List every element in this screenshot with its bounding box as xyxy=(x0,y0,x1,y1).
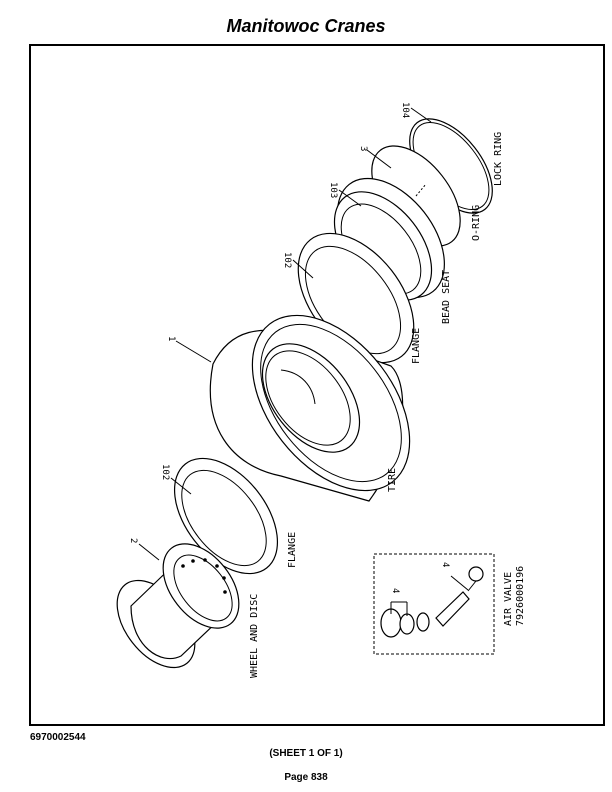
callout-bead-seat: 103 xyxy=(328,182,338,198)
page-title: Manitowoc Cranes xyxy=(226,16,386,36)
sheet-indicator: (SHEET 1 OF 1) xyxy=(269,748,343,759)
label-bead-seat: BEAD SEAT xyxy=(441,270,452,324)
callout-tire: 1 xyxy=(166,336,176,341)
label-air-valve-part: 7926000196 xyxy=(515,566,526,626)
label-lock-ring: LOCK RING xyxy=(493,132,504,186)
label-lower-flange: FLANGE xyxy=(287,532,298,568)
callout-air-valve-b: 4 xyxy=(440,562,450,567)
leader-lines xyxy=(138,107,469,616)
label-o-ring: O-RING xyxy=(471,205,482,241)
drawing-frame xyxy=(29,44,605,726)
document-number: 6970002544 xyxy=(30,732,86,743)
label-air-valve: AIR VALVE xyxy=(503,572,514,626)
air-valve-detail xyxy=(373,553,495,655)
tire-part xyxy=(209,314,411,502)
label-wheel-disc: WHEEL AND DISC xyxy=(249,594,260,678)
callout-upper-flange: 102 xyxy=(282,252,292,268)
callout-lower-flange: 102 xyxy=(160,464,170,480)
label-upper-flange: FLANGE xyxy=(411,328,422,364)
callout-o-ring: 3 xyxy=(358,146,368,151)
lower-flange-part xyxy=(173,457,279,575)
wheel-disc-part xyxy=(116,543,240,669)
callout-air-valve-a: 4 xyxy=(390,588,400,593)
callout-wheel: 2 xyxy=(128,538,138,543)
callout-lock-ring: 104 xyxy=(400,102,410,118)
label-tire: TIRE xyxy=(387,468,398,492)
page-number: Page 838 xyxy=(284,772,328,783)
exploded-wheel-diagram: 104 3 103 102 1 102 2 4 4 LOCK RING O-RI… xyxy=(116,102,526,678)
